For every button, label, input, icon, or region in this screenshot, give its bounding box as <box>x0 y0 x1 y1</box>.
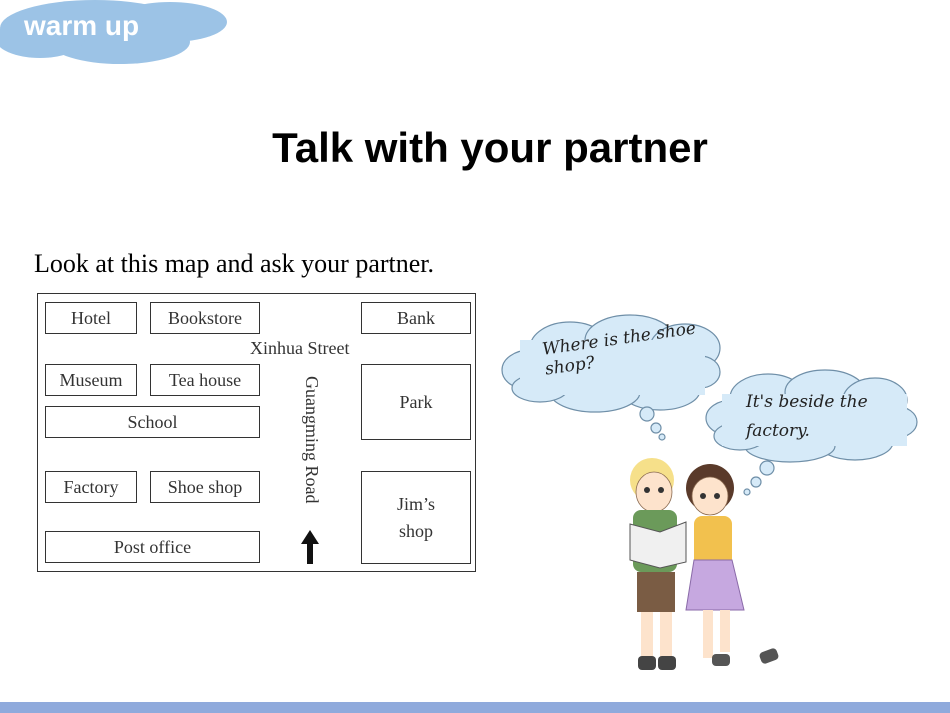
boy-figure <box>629 458 687 670</box>
map-school: School <box>45 406 260 438</box>
warm-up-cloud-badge <box>0 0 227 64</box>
answer-line-2: factory. <box>746 420 810 441</box>
map-bank: Bank <box>361 302 471 334</box>
instruction-text: Look at this map and ask your partner. <box>34 249 435 278</box>
map-bookstore: Bookstore <box>150 302 260 334</box>
page-title: Talk with your partner <box>272 124 708 171</box>
dialogue-illustration <box>501 314 918 670</box>
map-hotel: Hotel <box>45 302 137 334</box>
map-park: Park <box>361 364 471 440</box>
map-tea-house: Tea house <box>150 364 260 396</box>
map-jims-shop-line1: Jim’s <box>396 493 435 514</box>
up-arrow-icon <box>301 530 319 564</box>
warm-up-label: warm up <box>24 10 140 41</box>
map-post-office: Post office <box>45 531 260 563</box>
footer-bar <box>0 702 950 713</box>
map-street-label: Xinhua Street <box>250 338 350 358</box>
map-jims-shop-line2: shop <box>398 520 433 541</box>
map-road-label: Guangming Road <box>302 376 322 504</box>
girl-figure <box>685 464 779 666</box>
map-factory: Factory <box>45 471 137 503</box>
map-museum: Museum <box>45 364 137 396</box>
town-map: Hotel Bookstore Bank Xinhua Street Museu… <box>37 293 476 572</box>
map-shoe-shop: Shoe shop <box>150 471 260 503</box>
map-jims-shop: Jim’s shop <box>361 471 471 564</box>
answer-text: It's beside the factory. <box>746 388 868 446</box>
answer-line-1: It's beside the <box>746 392 868 412</box>
